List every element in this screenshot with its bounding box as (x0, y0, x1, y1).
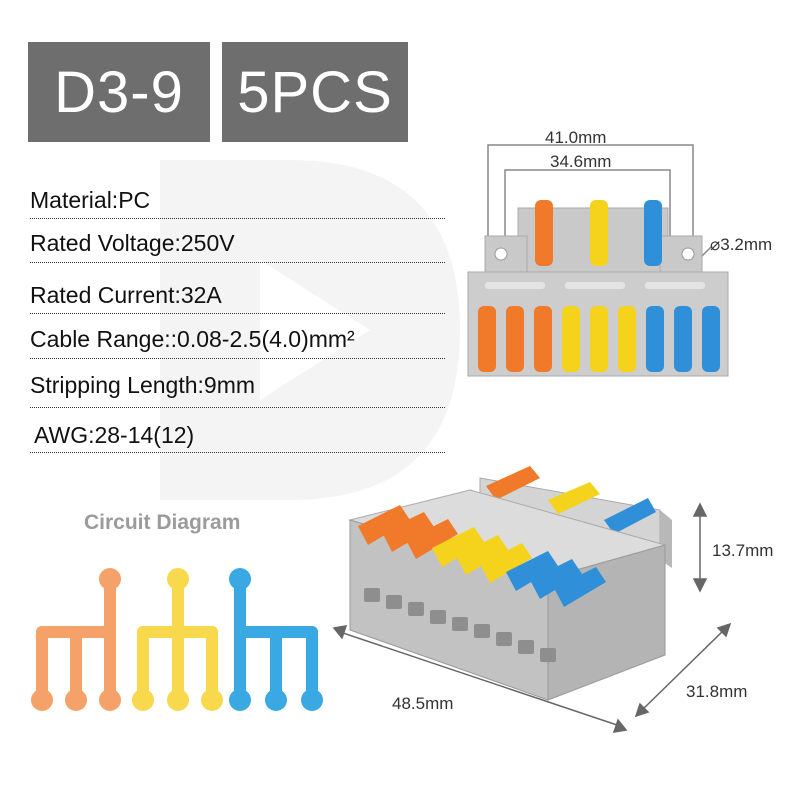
spec-rated-current: Rated Current:32A (30, 282, 222, 308)
dimension-height: 13.7mm (712, 541, 774, 560)
spec-divider (30, 407, 445, 408)
circuit-blue (229, 568, 323, 711)
circuit-diagram-title: Circuit Diagram (84, 511, 241, 534)
dimension-length: 48.5mm (392, 694, 454, 713)
spec-rated-voltage: Rated Voltage:250V (30, 230, 235, 256)
spec-awg: AWG:28-14(12) (34, 422, 195, 448)
diameter-icon: ⌀ (710, 235, 721, 254)
quantity-badge: 5PCS (222, 42, 408, 142)
dimension-hole: ⌀3.2mm (710, 235, 773, 254)
spec-divider (30, 358, 445, 359)
spec-divider (30, 218, 445, 219)
spec-divider (30, 452, 445, 453)
dimension-top-inner: 34.6mm (550, 152, 612, 171)
spec-stripping-length: Stripping Length:9mm (30, 372, 256, 398)
spec-cable-range: Cable Range::0.08-2.5(4.0)mm² (30, 326, 355, 352)
circuit-orange (31, 568, 121, 711)
spec-material: Material:PC (30, 187, 151, 213)
spec-divider (30, 262, 445, 263)
dimension-top-outer: 41.0mm (545, 128, 607, 147)
model-badge: D3-9 (28, 42, 210, 142)
watermark-logo (160, 160, 460, 500)
spec-divider (30, 313, 445, 314)
circuit-yellow (132, 568, 223, 711)
dimension-depth: 31.8mm (686, 682, 748, 701)
